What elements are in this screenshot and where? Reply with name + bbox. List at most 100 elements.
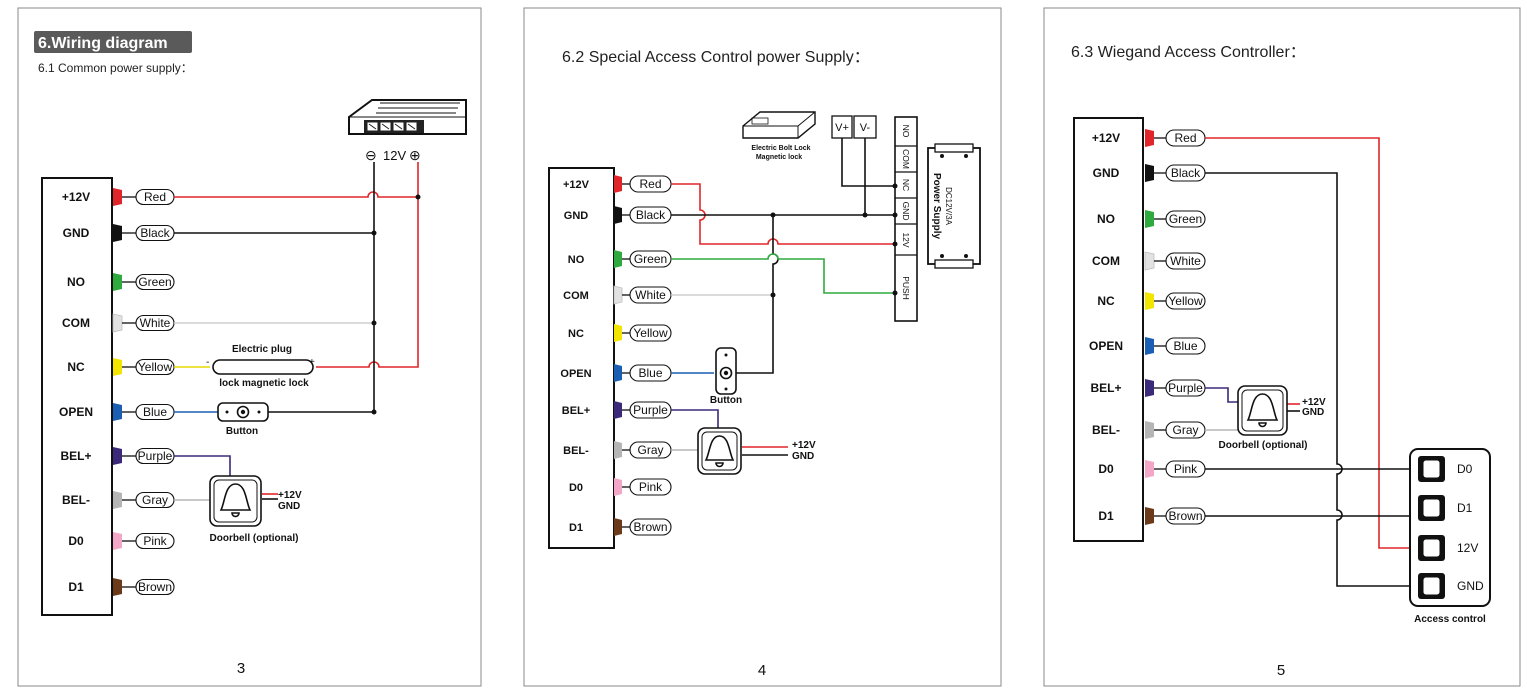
color-tab-red <box>614 175 622 193</box>
terminal-label-3: COM <box>1092 254 1120 268</box>
bell-icon <box>219 483 252 518</box>
color-tab-yellow <box>1145 292 1154 310</box>
terminal-label-3: COM <box>563 290 589 302</box>
exit-button: Button <box>217 402 269 437</box>
color-tab-gray <box>614 441 622 459</box>
page-2: 6.2 Special Access Control power Supply：… <box>523 7 1002 687</box>
lock-plus: + <box>309 357 315 368</box>
wire-labels: RedBlackGreenWhiteYellowBluePurpleGrayPi… <box>622 175 672 536</box>
color-tab-white <box>1144 251 1155 271</box>
color-tabs <box>112 188 123 596</box>
bell-plus-label: +12V <box>1302 397 1326 408</box>
terminal-label-4: NC <box>67 360 85 374</box>
psu-plus-icon: ⊕ <box>409 147 421 163</box>
color-tab-purple <box>1145 379 1154 397</box>
terminal-label-4: NC <box>1097 294 1115 308</box>
wire-label-black: Black <box>140 226 170 240</box>
doorbell: +12V GND Doorbell (optional) <box>1219 385 1326 451</box>
bolt-lock-icon <box>742 111 816 139</box>
color-tab-white <box>613 285 623 305</box>
wire-label-yellow: Yellow <box>1168 294 1203 308</box>
terminal-label-5: OPEN <box>59 405 93 419</box>
terminal-label-9: D1 <box>68 580 84 594</box>
terminal-label-2: NO <box>1097 212 1115 226</box>
wire-label-box-green <box>135 273 175 291</box>
terminal-label-6: BEL+ <box>1090 381 1121 395</box>
color-tab-brown <box>1145 507 1154 525</box>
doorbell-label: Doorbell (optional) <box>1219 440 1308 451</box>
psu-terminal-strip <box>894 116 918 322</box>
wire-label-blue: Blue <box>1173 339 1197 353</box>
terminal-label-9: D1 <box>569 522 583 534</box>
wire-label-black: Black <box>1171 166 1201 180</box>
wire-label-yellow: Yellow <box>138 360 173 374</box>
color-tab-yellow <box>614 324 622 342</box>
wire-label-gray: Gray <box>637 443 663 457</box>
subtitle-wiegand: 6.3 Wiegand Access Controller： <box>1071 44 1306 61</box>
color-tab-pink <box>614 478 622 496</box>
color-tab-white <box>112 313 123 333</box>
bell-gnd-label: GND <box>1302 407 1324 418</box>
electric-lock: Electric plug - + lock magnetic lock <box>206 344 315 389</box>
power-supply: Power Supply DC12V/3A <box>927 143 981 269</box>
terminal-label-0: +12V <box>62 190 90 204</box>
wire-label-brown: Brown <box>633 520 667 534</box>
terminal-label-8: D0 <box>1098 462 1114 476</box>
wire-label-black: Black <box>636 208 666 222</box>
lock-icon <box>212 359 314 375</box>
terminal-label-0: +12V <box>1092 131 1120 145</box>
page-1: 6.Wiring diagram 6.1 Common power supply… <box>17 7 482 687</box>
wire-label-green: Green <box>1169 212 1202 226</box>
color-tab-black <box>1145 164 1154 182</box>
wiring-lines <box>671 138 895 456</box>
v-minus-label: V- <box>860 122 871 134</box>
wire-label-box-yellow <box>1165 292 1206 310</box>
subtitle-special-power: 6.2 Special Access Control power Supply： <box>562 49 870 66</box>
wire-label-box-brown <box>629 518 672 536</box>
color-tab-gray <box>1145 421 1154 439</box>
wiring-lines <box>174 162 419 501</box>
wire-label-purple: Purple <box>633 403 668 417</box>
terminal-label-1: GND <box>1093 166 1120 180</box>
terminal-label-7: BEL- <box>563 445 589 457</box>
color-tab-red <box>113 188 122 206</box>
wire-label-pink: Pink <box>143 534 167 548</box>
color-tab-blue <box>113 403 122 421</box>
page-number: 5 <box>1277 662 1285 679</box>
terminal-block <box>548 167 615 549</box>
terminal-label-9: D1 <box>1098 509 1114 523</box>
electric-bolt-lock: Electric Bolt Lock Magnetic lock <box>742 111 816 161</box>
page-number: 4 <box>758 662 766 679</box>
color-tab-pink <box>113 532 122 550</box>
psu-title: Power Supply <box>931 173 942 240</box>
color-tab-red <box>1145 129 1154 147</box>
color-tab-black <box>614 206 622 224</box>
color-tabs <box>1144 129 1155 525</box>
psu-terminal-nc: NC <box>901 179 911 191</box>
color-tab-blue <box>614 364 622 382</box>
controller-terminal-label-gnd: GND <box>1457 579 1484 593</box>
wire-labels: RedBlackGreenWhiteYellowBluePurpleGrayPi… <box>1154 129 1206 525</box>
wire-label-blue: Blue <box>638 366 662 380</box>
color-tab-blue <box>1145 337 1154 355</box>
wire-label-white: White <box>635 288 666 302</box>
psu-voltage-label: 12V <box>383 148 406 163</box>
terminal-label-0: +12V <box>563 179 590 191</box>
wire-labels: RedBlackGreenWhiteYellowBluePurpleGrayPi… <box>122 188 175 596</box>
doorbell: +12V GND <box>697 427 816 475</box>
wire-label-box-pink <box>629 478 672 496</box>
psu-terminal-com: COM <box>901 149 911 169</box>
terminal-label-6: BEL+ <box>60 449 91 463</box>
wiring-lines <box>1205 137 1412 587</box>
bell-gnd-label: GND <box>792 451 814 462</box>
subtitle-common-power: 6.1 Common power supply： <box>38 61 193 75</box>
wire-label-pink: Pink <box>639 480 663 494</box>
page-number: 3 <box>237 660 245 677</box>
terminal-label-3: COM <box>62 316 90 330</box>
color-tab-green <box>1145 210 1154 228</box>
bell-gnd-label: GND <box>278 501 300 512</box>
